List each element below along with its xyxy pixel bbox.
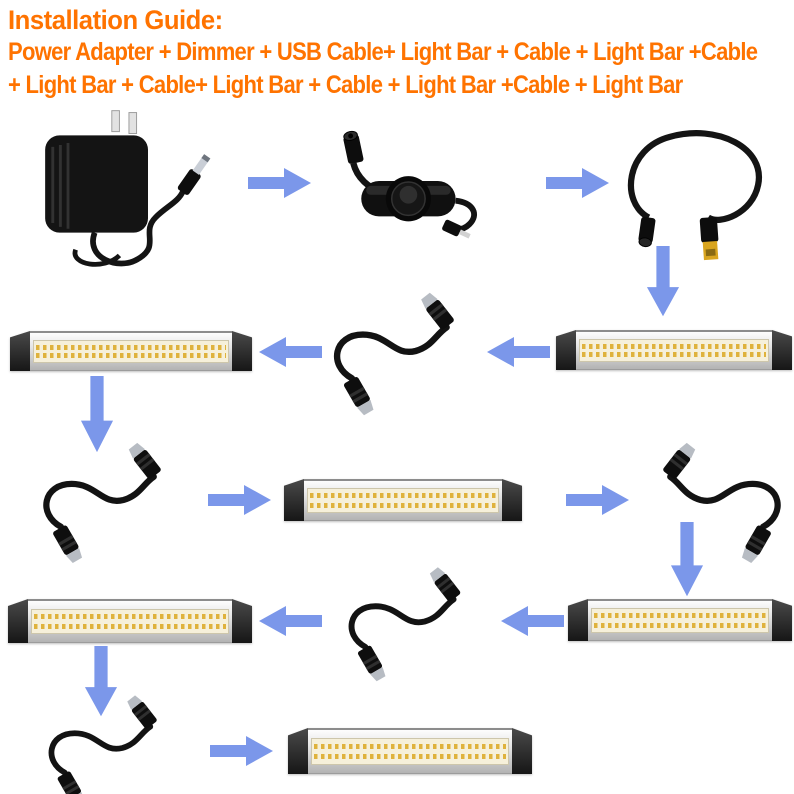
arrow-right-icon — [546, 168, 609, 198]
arrow-left-icon — [501, 606, 564, 636]
bar-end-cap — [232, 599, 252, 643]
bar-body — [304, 479, 502, 521]
linking-cable-image — [322, 300, 482, 402]
bar-end-cap — [568, 599, 588, 641]
usb-cable-image — [612, 110, 790, 254]
light-bar-image — [568, 599, 792, 641]
arrow-right-icon — [566, 485, 629, 515]
power-adapter-image — [28, 110, 228, 278]
bar-body — [308, 728, 512, 774]
led-strip — [307, 488, 499, 513]
light-bar-image — [8, 599, 252, 643]
bar-end-cap — [288, 728, 308, 774]
bar-end-cap — [772, 330, 792, 370]
led-strip — [33, 340, 229, 363]
arrow-right-icon — [210, 736, 273, 766]
led-strip — [591, 608, 769, 633]
bar-body — [30, 331, 232, 371]
formula-line-2: + Light Bar + Cable+ Light Bar + Cable +… — [8, 71, 683, 99]
bar-end-cap — [10, 331, 30, 371]
arrow-left-icon — [259, 337, 322, 367]
arrow-left-icon — [487, 337, 550, 367]
light-bar-image — [284, 479, 522, 521]
bar-end-cap — [232, 331, 252, 371]
arrow-down-icon — [646, 246, 680, 317]
arrow-right-icon — [208, 485, 271, 515]
bar-end-cap — [772, 599, 792, 641]
bar-end-cap — [8, 599, 28, 643]
linking-cable-image — [30, 450, 190, 550]
arrow-left-icon — [259, 606, 322, 636]
linking-cable-image — [636, 450, 792, 550]
linking-cable-image — [332, 574, 492, 669]
arrow-right-icon — [248, 168, 311, 198]
formula-line-1: Power Adapter + Dimmer + USB Cable+ Ligh… — [8, 38, 758, 66]
page-title: Installation Guide: — [8, 5, 223, 35]
linking-cable-image — [30, 702, 190, 794]
bar-end-cap — [502, 479, 522, 521]
bar-body — [576, 330, 772, 370]
light-bar-image — [10, 331, 252, 371]
light-bar-image — [556, 330, 792, 370]
led-strip — [31, 608, 229, 635]
light-bar-image — [288, 728, 532, 774]
arrow-down-icon — [670, 522, 704, 597]
bar-end-cap — [284, 479, 304, 521]
bar-end-cap — [556, 330, 576, 370]
led-strip — [311, 738, 509, 765]
bar-end-cap — [512, 728, 532, 774]
arrow-down-icon — [80, 376, 114, 453]
bar-body — [588, 599, 772, 641]
led-strip — [579, 339, 769, 362]
bar-body — [28, 599, 232, 643]
dimmer-image — [318, 116, 490, 248]
